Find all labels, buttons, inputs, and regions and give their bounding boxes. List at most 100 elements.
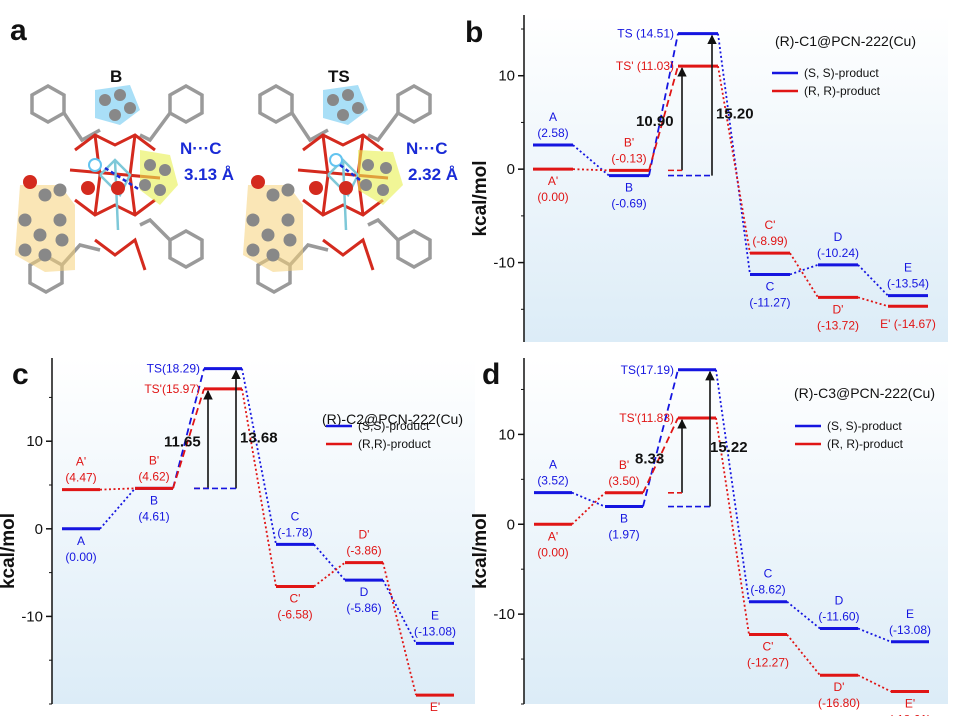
y-tick-label: 0 — [507, 516, 515, 533]
y-tick-label: 0 — [35, 521, 43, 538]
substrate-fragment-b — [15, 85, 178, 272]
state-label: D' — [359, 528, 370, 542]
state-label: B — [620, 512, 628, 526]
state-label: A — [549, 110, 557, 124]
y-axis-label-d: kcal/mol — [470, 513, 491, 589]
plot-area-d — [524, 358, 948, 704]
state-label: C — [764, 567, 773, 581]
legend-entry: (S,S)-product — [358, 419, 430, 433]
state-label: D' — [833, 302, 844, 316]
state-label: D — [835, 594, 844, 608]
panel-letter-c: c — [12, 358, 29, 391]
state-label: A' — [76, 455, 86, 469]
connector-line — [172, 368, 205, 489]
y-axis-label-b: kcal/mol — [470, 160, 491, 236]
state-label: C' — [765, 218, 776, 232]
y-axis-label-c: kcal/mol — [0, 513, 19, 589]
y-tick-label: 10 — [498, 68, 515, 85]
state-energy: (-13.72) — [817, 318, 859, 332]
state-energy: (3.52) — [537, 474, 568, 488]
state-label: C' — [290, 591, 301, 605]
connector-line — [313, 561, 346, 588]
state-label: B' — [624, 135, 634, 149]
y-tick-label: 10 — [26, 433, 43, 450]
substrate-fragment-ts — [243, 85, 403, 272]
state-energy: (4.62) — [138, 469, 169, 483]
barrier-value-ss: 15.22 — [710, 439, 748, 456]
state-label: A — [77, 534, 85, 548]
state-label: D — [360, 585, 369, 599]
state-label: E — [431, 608, 439, 622]
legend-entry: (S, S)-product — [827, 419, 902, 433]
distance-label-b: 3.13 Å — [184, 165, 234, 184]
state-label: E' (-14.67) — [880, 317, 936, 331]
barrier-value-ss: 15.20 — [716, 106, 754, 123]
state-label: B — [625, 181, 633, 195]
bond-label-b: N···C — [180, 139, 222, 158]
connector-line — [172, 388, 205, 489]
connector-line — [241, 388, 277, 587]
connector-line — [572, 144, 610, 177]
plot-area-c — [52, 358, 475, 704]
panel-letter-d: d — [482, 358, 500, 391]
state-energy: (-0.69) — [611, 197, 646, 211]
connector-line — [715, 417, 750, 635]
chart-panel-c: c100-10kcal/mol(R)-C2@PCN-222(Cu)(S,S)-p… — [0, 358, 475, 714]
state-energy: (-11.27) — [749, 295, 790, 309]
state-energy: (-13.08) — [889, 623, 931, 637]
state-label: C' — [763, 640, 774, 654]
legend-entry: (R, R)-product — [804, 84, 881, 98]
connector-line — [789, 263, 819, 276]
state-energy: (-1.78) — [277, 525, 312, 539]
state-energy: (-3.86) — [346, 544, 381, 558]
state-energy: (-18.61) — [889, 713, 931, 716]
state-label: TS' (11.03) — [616, 59, 674, 73]
state-energy: (2.58) — [537, 126, 568, 140]
structure-label-b: B — [110, 67, 122, 86]
state-energy: (0.00) — [537, 545, 568, 559]
y-tick-label: -10 — [493, 606, 515, 623]
barrier-value-rr: 10.90 — [636, 113, 674, 130]
molecule-structure-b: B N···C 3.13 Å — [15, 67, 234, 295]
state-label: C — [291, 509, 300, 523]
state-energy: (-0.13) — [611, 151, 646, 165]
state-label: A' — [548, 529, 558, 543]
connector-line — [241, 368, 277, 545]
legend-entry: (R,R)-product — [358, 437, 431, 451]
connector-line — [715, 369, 750, 602]
state-energy: (-8.99) — [752, 234, 787, 248]
cu-bonds-ts — [327, 158, 360, 231]
state-label: D' — [834, 680, 845, 694]
barrier-value-rr: 8.33 — [635, 450, 664, 467]
molecule-structure-ts: TS N···C 2.32 Å — [243, 67, 458, 295]
connector-line — [642, 417, 679, 494]
connector-line — [857, 296, 889, 308]
state-label: B' — [619, 458, 629, 472]
state-label: TS(18.29) — [147, 362, 200, 376]
connector-line — [382, 562, 417, 696]
connector-line — [717, 65, 751, 254]
connector-line — [648, 65, 679, 171]
connector-line — [571, 492, 606, 525]
barrier-value-ss: 13.68 — [240, 430, 278, 447]
distance-label-ts: 2.32 Å — [408, 165, 458, 184]
state-energy: (-6.58) — [277, 607, 312, 621]
state-label: TS(17.19) — [621, 363, 674, 377]
state-energy: (0.00) — [65, 550, 96, 564]
barrier-value-rr: 11.65 — [164, 434, 201, 451]
state-energy: (3.50) — [608, 474, 639, 488]
state-energy: (1.97) — [608, 528, 639, 542]
legend-entry: (R, R)-product — [827, 437, 904, 451]
connector-line — [572, 168, 610, 172]
connector-line — [382, 579, 417, 644]
state-label: E — [904, 261, 912, 275]
state-energy: (-12.27) — [747, 656, 789, 670]
bond-label-ts: N···C — [406, 139, 448, 158]
structure-label-ts: TS — [328, 67, 350, 86]
y-tick-label: -10 — [21, 608, 43, 625]
state-energy: (4.47) — [65, 471, 96, 485]
